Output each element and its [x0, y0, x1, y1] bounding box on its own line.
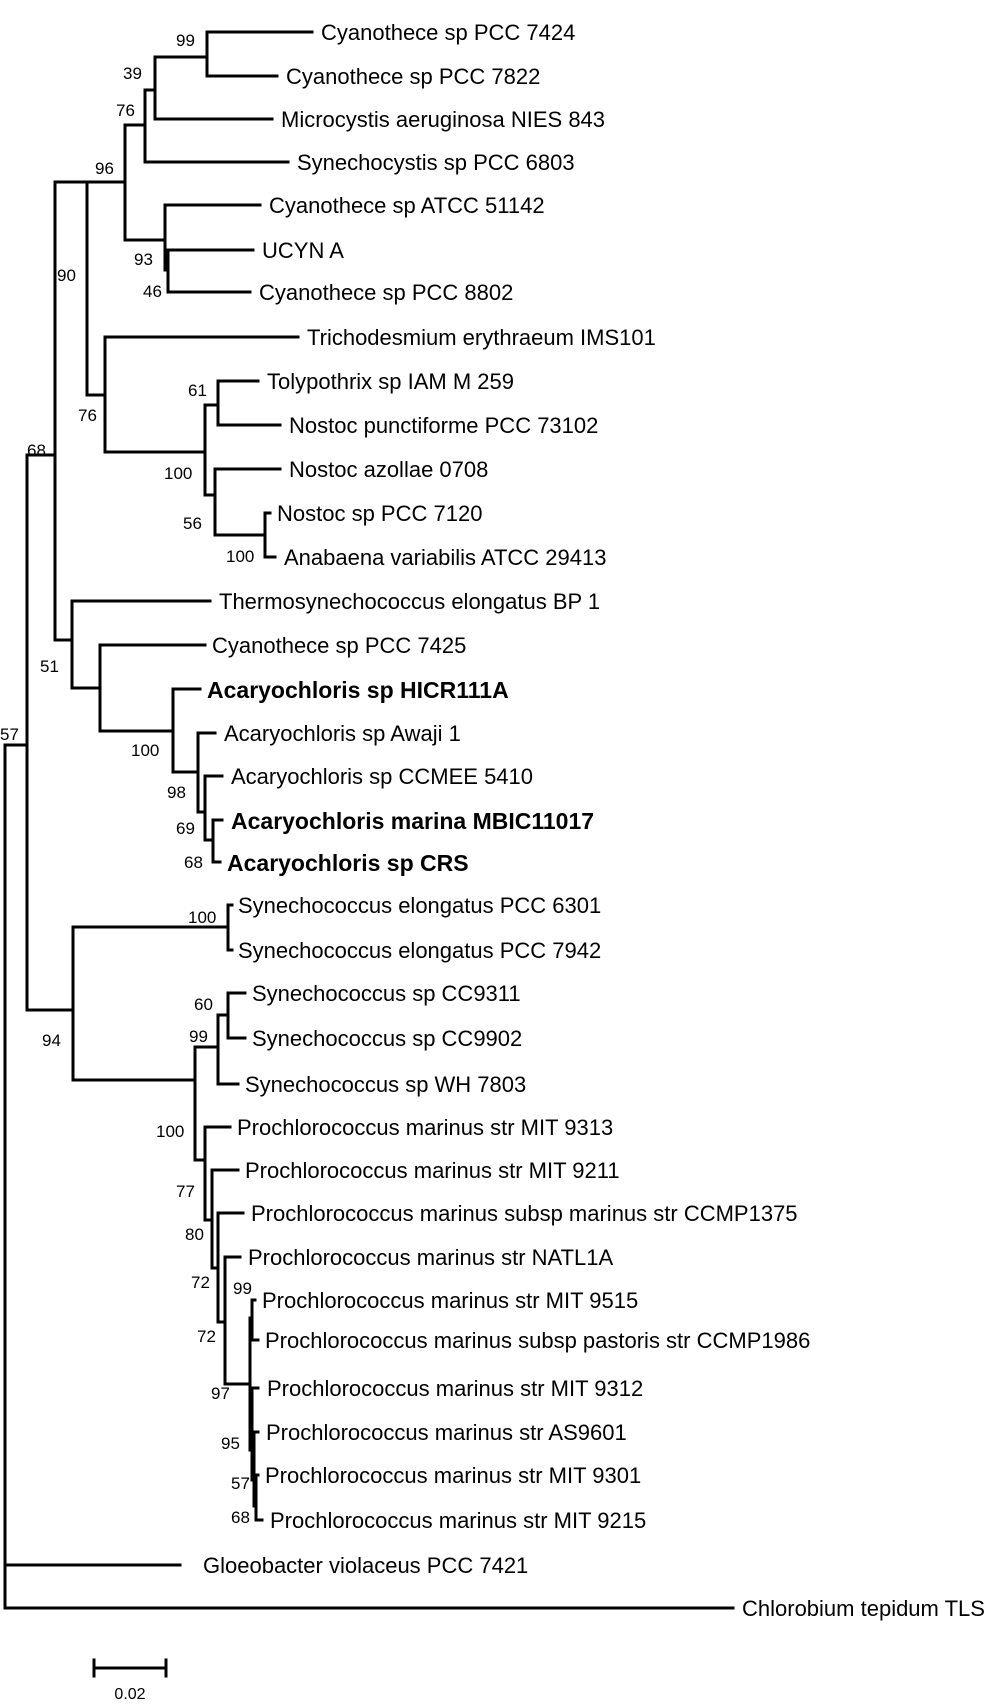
bootstrap-value: 68 [231, 1508, 250, 1527]
bootstrap-value: 99 [176, 31, 195, 50]
bootstrap-value: 95 [221, 1434, 240, 1453]
bootstrap-value: 98 [167, 783, 186, 802]
bootstrap-labels: 99 39 76 96 93 46 90 61 76 100 56 100 68… [0, 31, 254, 1527]
taxon-label: Prochlorococcus marinus str AS9601 [266, 1420, 627, 1445]
branches [3, 30, 735, 1610]
scale-bar: 0.02 [92, 1658, 168, 1703]
bootstrap-value: 100 [226, 547, 254, 566]
taxon-label: Acaryochloris sp CCMEE 5410 [231, 764, 533, 789]
taxon-label-highlighted: Acaryochloris sp HICR111A [207, 677, 509, 703]
bootstrap-value: 61 [188, 381, 207, 400]
bootstrap-value: 69 [176, 819, 195, 838]
taxon-label: Prochlorococcus marinus str MIT 9312 [267, 1376, 643, 1401]
taxon-label: Cyanothece sp ATCC 51142 [269, 193, 545, 218]
taxon-label: Prochlorococcus marinus str MIT 9313 [237, 1115, 613, 1140]
taxon-label: Synechocystis sp PCC 6803 [297, 150, 575, 175]
bootstrap-value: 99 [189, 1027, 208, 1046]
scale-bar-label: 0.02 [114, 1686, 145, 1703]
taxon-label: Synechococcus sp CC9311 [252, 981, 521, 1006]
taxon-label: Cyanothece sp PCC 7424 [321, 20, 575, 45]
taxon-label: Nostoc sp PCC 7120 [277, 501, 482, 526]
bootstrap-value: 46 [143, 282, 162, 301]
taxon-label: Gloeobacter violaceus PCC 7421 [203, 1553, 528, 1578]
bootstrap-value: 68 [27, 441, 46, 460]
bootstrap-value: 76 [78, 406, 97, 425]
taxon-label: Synechococcus sp CC9902 [252, 1026, 522, 1051]
taxon-label: Prochlorococcus marinus str MIT 9515 [262, 1288, 638, 1313]
bootstrap-value: 93 [134, 250, 153, 269]
taxon-label: Acaryochloris sp Awaji 1 [224, 721, 461, 746]
bootstrap-value: 57 [231, 1474, 250, 1493]
taxon-label: Synechococcus elongatus PCC 6301 [238, 893, 601, 918]
taxon-label-highlighted: Acaryochloris marina MBIC11017 [231, 808, 594, 834]
bootstrap-value: 90 [57, 266, 76, 285]
bootstrap-value: 100 [131, 741, 159, 760]
bootstrap-value: 72 [197, 1327, 216, 1346]
taxon-label: Prochlorococcus marinus str MIT 9301 [265, 1463, 641, 1488]
bootstrap-value: 39 [123, 64, 142, 83]
taxon-label: Cyanothece sp PCC 7425 [212, 633, 466, 658]
bootstrap-value: 100 [188, 908, 216, 927]
taxon-label: Anabaena variabilis ATCC 29413 [284, 545, 606, 570]
taxon-label: Trichodesmium erythraeum IMS101 [307, 325, 656, 350]
taxon-label-highlighted: Acaryochloris sp CRS [227, 850, 469, 876]
taxon-label: Prochlorococcus marinus str MIT 9215 [270, 1508, 646, 1533]
bootstrap-value: 99 [233, 1279, 252, 1298]
taxon-label: Thermosynechococcus elongatus BP 1 [219, 589, 600, 614]
taxon-label: Prochlorococcus marinus str NATL1A [248, 1245, 613, 1270]
bootstrap-value: 72 [191, 1273, 210, 1292]
taxon-label: Cyanothece sp PCC 7822 [286, 64, 540, 89]
bootstrap-value: 68 [184, 853, 203, 872]
bootstrap-value: 60 [194, 995, 213, 1014]
taxon-label: Chlorobium tepidum TLS [742, 1596, 985, 1621]
taxon-label: Cyanothece sp PCC 8802 [259, 280, 513, 305]
bootstrap-value: 97 [211, 1384, 230, 1403]
bootstrap-value: 100 [156, 1122, 184, 1141]
taxon-label: UCYN A [262, 238, 344, 263]
bootstrap-value: 51 [40, 657, 59, 676]
bootstrap-value: 100 [164, 464, 192, 483]
taxon-label: Nostoc punctiforme PCC 73102 [289, 413, 598, 438]
bootstrap-value: 56 [183, 514, 202, 533]
bootstrap-value: 80 [185, 1225, 204, 1244]
taxon-label: Tolypothrix sp IAM M 259 [267, 369, 514, 394]
taxon-label: Synechococcus sp WH 7803 [245, 1072, 526, 1097]
bootstrap-value: 57 [0, 725, 19, 744]
bootstrap-value: 96 [95, 159, 114, 178]
taxon-labels: Cyanothece sp PCC 7424 Cyanothece sp PCC… [203, 20, 985, 1621]
bootstrap-value: 77 [176, 1182, 195, 1201]
taxon-label: Microcystis aeruginosa NIES 843 [281, 107, 605, 132]
bootstrap-value: 94 [42, 1031, 61, 1050]
taxon-label: Prochlorococcus marinus subsp pastoris s… [265, 1328, 810, 1353]
taxon-label: Prochlorococcus marinus str MIT 9211 [245, 1158, 620, 1183]
bootstrap-value: 76 [116, 101, 135, 120]
taxon-label: Synechococcus elongatus PCC 7942 [238, 938, 601, 963]
taxon-label: Prochlorococcus marinus subsp marinus st… [251, 1201, 798, 1226]
taxon-label: Nostoc azollae 0708 [289, 457, 488, 482]
